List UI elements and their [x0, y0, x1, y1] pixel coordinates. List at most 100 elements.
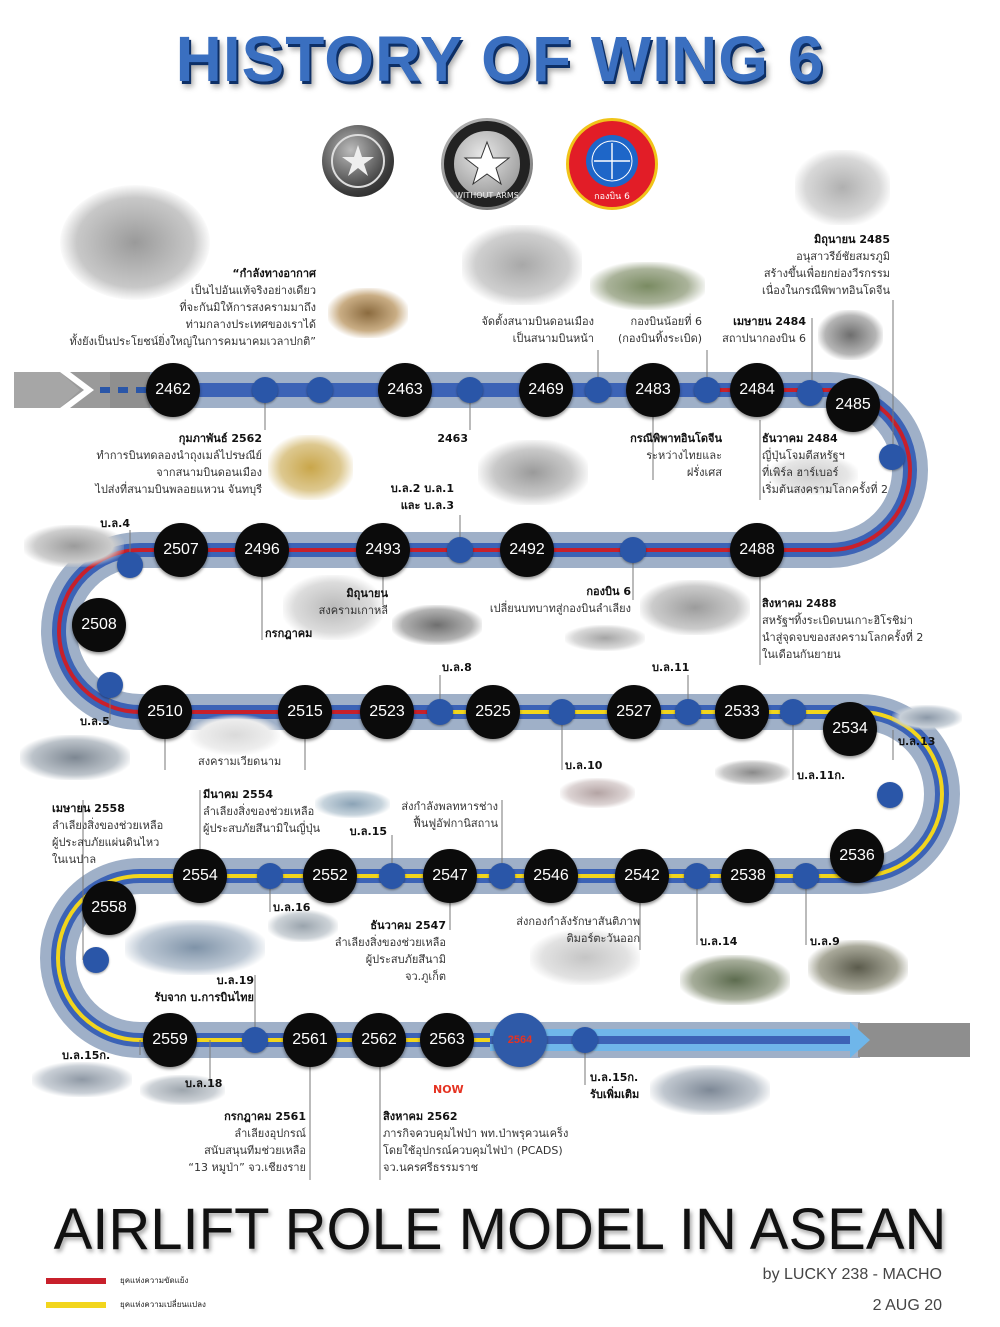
year-node: 2488: [730, 523, 784, 577]
svg-text:กองบิน 6: กองบิน 6: [594, 191, 630, 202]
event-dot: [694, 377, 720, 403]
annotation-bl10: บ.ล.10: [565, 759, 603, 772]
korea-photo: [283, 575, 383, 640]
vietnam-photo: [190, 715, 280, 755]
event-dot: [447, 537, 473, 563]
annotation-bl15: บ.ล.15: [349, 825, 387, 838]
year-node: 2546: [524, 849, 578, 903]
event-dot: [572, 1027, 598, 1053]
bl9-photo: [808, 940, 908, 995]
airport-photo: [462, 225, 582, 305]
year-node: 2469: [519, 363, 573, 417]
year-node: 2552: [303, 849, 357, 903]
event-dot: [489, 863, 515, 889]
annotation-bl8: บ.ล.8: [442, 661, 472, 674]
year-node: 2510: [138, 685, 192, 739]
legend-label: ยุคแห่งความขัดแย้ง: [120, 1276, 189, 1285]
event-dot: [252, 377, 278, 403]
transport-photo: [478, 440, 588, 505]
event-dot: [549, 699, 575, 725]
annotation-2463: 2463: [437, 432, 468, 445]
bl19-photo: [125, 920, 265, 975]
annotation-bl13: บ.ล.13: [898, 735, 936, 748]
event-dot: [797, 380, 823, 406]
annotation-bl5: บ.ล.5: [80, 715, 110, 728]
event-dot: [307, 377, 333, 403]
event-dot: [879, 444, 905, 470]
rtaf-emblem-icon: [322, 125, 394, 197]
year-node: 2558: [82, 881, 136, 935]
bl4-photo: [24, 525, 124, 567]
annotation-bl11k: บ.ล.11ก.: [797, 769, 846, 782]
event-dot: [427, 699, 453, 725]
bl14-photo: [680, 955, 790, 1005]
event-dot: [684, 863, 710, 889]
legend-swatch-red: [46, 1278, 106, 1284]
bomber-photo: [590, 262, 705, 310]
annotation-bl18: บ.ล.18: [185, 1077, 223, 1090]
bl15k-extra-photo: [650, 1065, 770, 1115]
bl11k-photo: [715, 760, 790, 785]
year-node: 2533: [715, 685, 769, 739]
year-node-current: 2564: [493, 1013, 547, 1067]
event-dot: [620, 537, 646, 563]
bl15k-photo: [32, 1062, 132, 1097]
year-node: 2559: [143, 1013, 197, 1067]
bl18-photo: [140, 1075, 225, 1105]
timor-photo: [530, 930, 640, 985]
year-node: 2483: [626, 363, 680, 417]
biplane-photo: [60, 185, 210, 300]
year-node: 2563: [420, 1013, 474, 1067]
event-dot: [257, 863, 283, 889]
year-node: 2496: [235, 523, 289, 577]
jet-photo: [565, 625, 645, 651]
year-node: 2534: [823, 702, 877, 756]
bl10-photo: [560, 778, 635, 808]
annotation-bl15k: บ.ล.15ก.: [62, 1049, 111, 1062]
annotation-indochina: กรณีพิพาทอินโดจีนระหว่างไทยและฝรั่งเศส: [630, 432, 722, 479]
event-dot: [675, 699, 701, 725]
year-node: 2562: [352, 1013, 406, 1067]
annotation-airpower-quote: “กำลังทางอากาศเป็นไปอันแท้จริงอย่างเดียว…: [69, 267, 316, 348]
annotation-timor: ส่งกองกำลังรักษาสันติภาพติมอร์ตะวันออก: [516, 915, 640, 945]
event-dot: [877, 782, 903, 808]
date: 2 AUG 20: [872, 1297, 942, 1314]
year-node: 2463: [378, 363, 432, 417]
yellow-biplane-photo: [268, 435, 353, 500]
event-dot: [585, 377, 611, 403]
year-node: 2536: [830, 829, 884, 883]
legend-swatch-yellow: [46, 1302, 106, 1308]
annotation-vietnam-war: สงครามเวียดนาม: [198, 755, 282, 768]
engine-photo: [818, 310, 883, 360]
page-title: HISTORY OF WING 6: [175, 23, 825, 95]
year-node: 2561: [283, 1013, 337, 1067]
crew-photo: [640, 580, 750, 635]
annotation-don-mueang: จัดตั้งสนามบินดอนเมืองเป็นสนามบินหน้า: [481, 315, 594, 345]
year-node: 2542: [615, 849, 669, 903]
annotation-bl9: บ.ล.9: [810, 935, 840, 948]
event-dot: [780, 699, 806, 725]
year-node: 2485: [826, 378, 880, 432]
year-node: 2484: [730, 363, 784, 417]
svg-text:WITHOUT ARMS: WITHOUT ARMS: [455, 191, 519, 200]
event-dot: [379, 863, 405, 889]
wing-6-emblem-icon: กองบิน 6: [566, 118, 658, 210]
ww2-photo: [768, 455, 858, 495]
year-node: 2492: [500, 523, 554, 577]
wings-without-arms-emblem-icon: WITHOUT ARMS: [441, 118, 533, 210]
year-node: 2538: [721, 849, 775, 903]
year-node: 2493: [356, 523, 410, 577]
annotation-bl4: บ.ล.4: [100, 517, 130, 530]
annotation-bl16: บ.ล.16: [273, 901, 311, 914]
annotation-afghanistan: ส่งกำลังพลทหารช่างฟื้นฟูอัฟกานิสถาน: [401, 800, 498, 830]
